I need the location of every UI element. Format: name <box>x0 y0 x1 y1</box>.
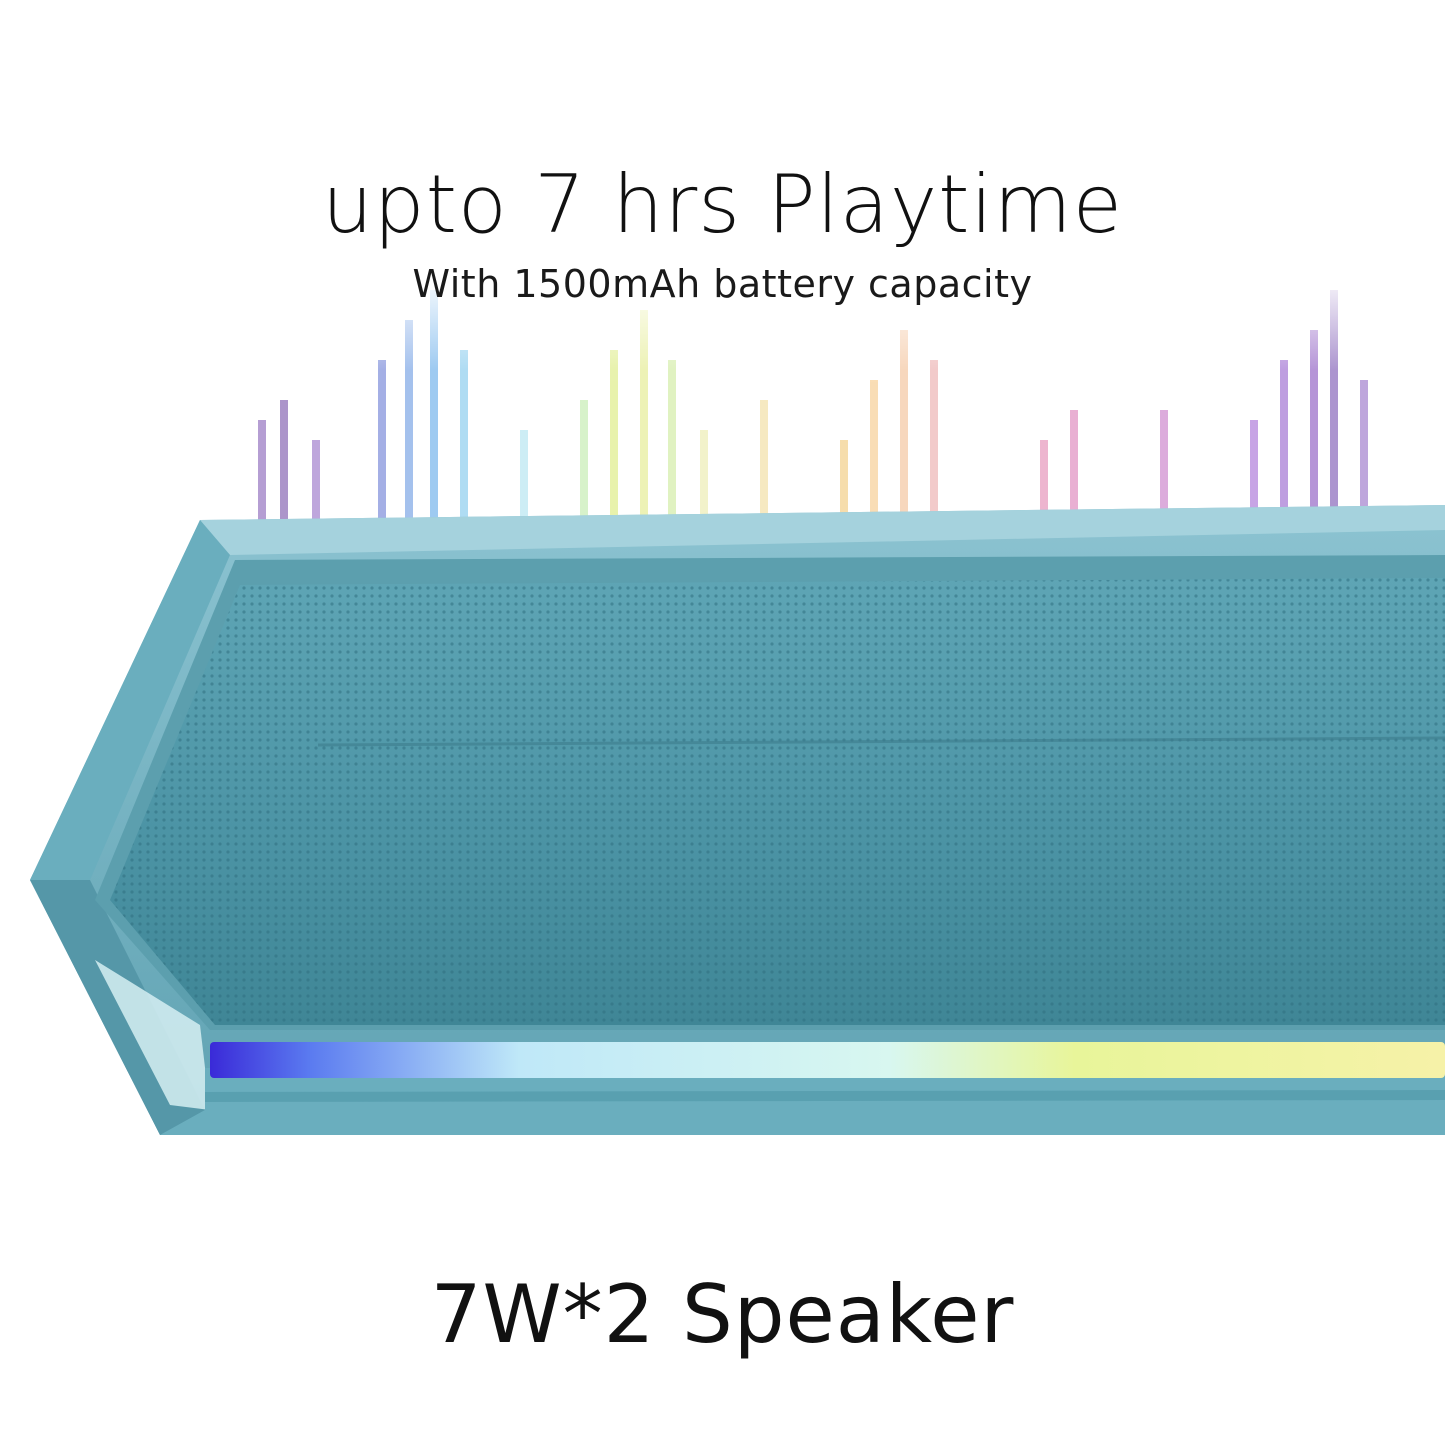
headline-title: upto 7 hrs Playtime <box>322 158 1123 251</box>
equalizer-bars-icon <box>258 290 1368 520</box>
headline-subtitle: With 1500mAh battery capacity <box>412 262 1033 306</box>
soundbar-speaker-image <box>30 505 1445 1135</box>
rgb-led-strip <box>210 1042 1445 1078</box>
footer-caption: 7W*2 Speaker <box>430 1268 1015 1361</box>
